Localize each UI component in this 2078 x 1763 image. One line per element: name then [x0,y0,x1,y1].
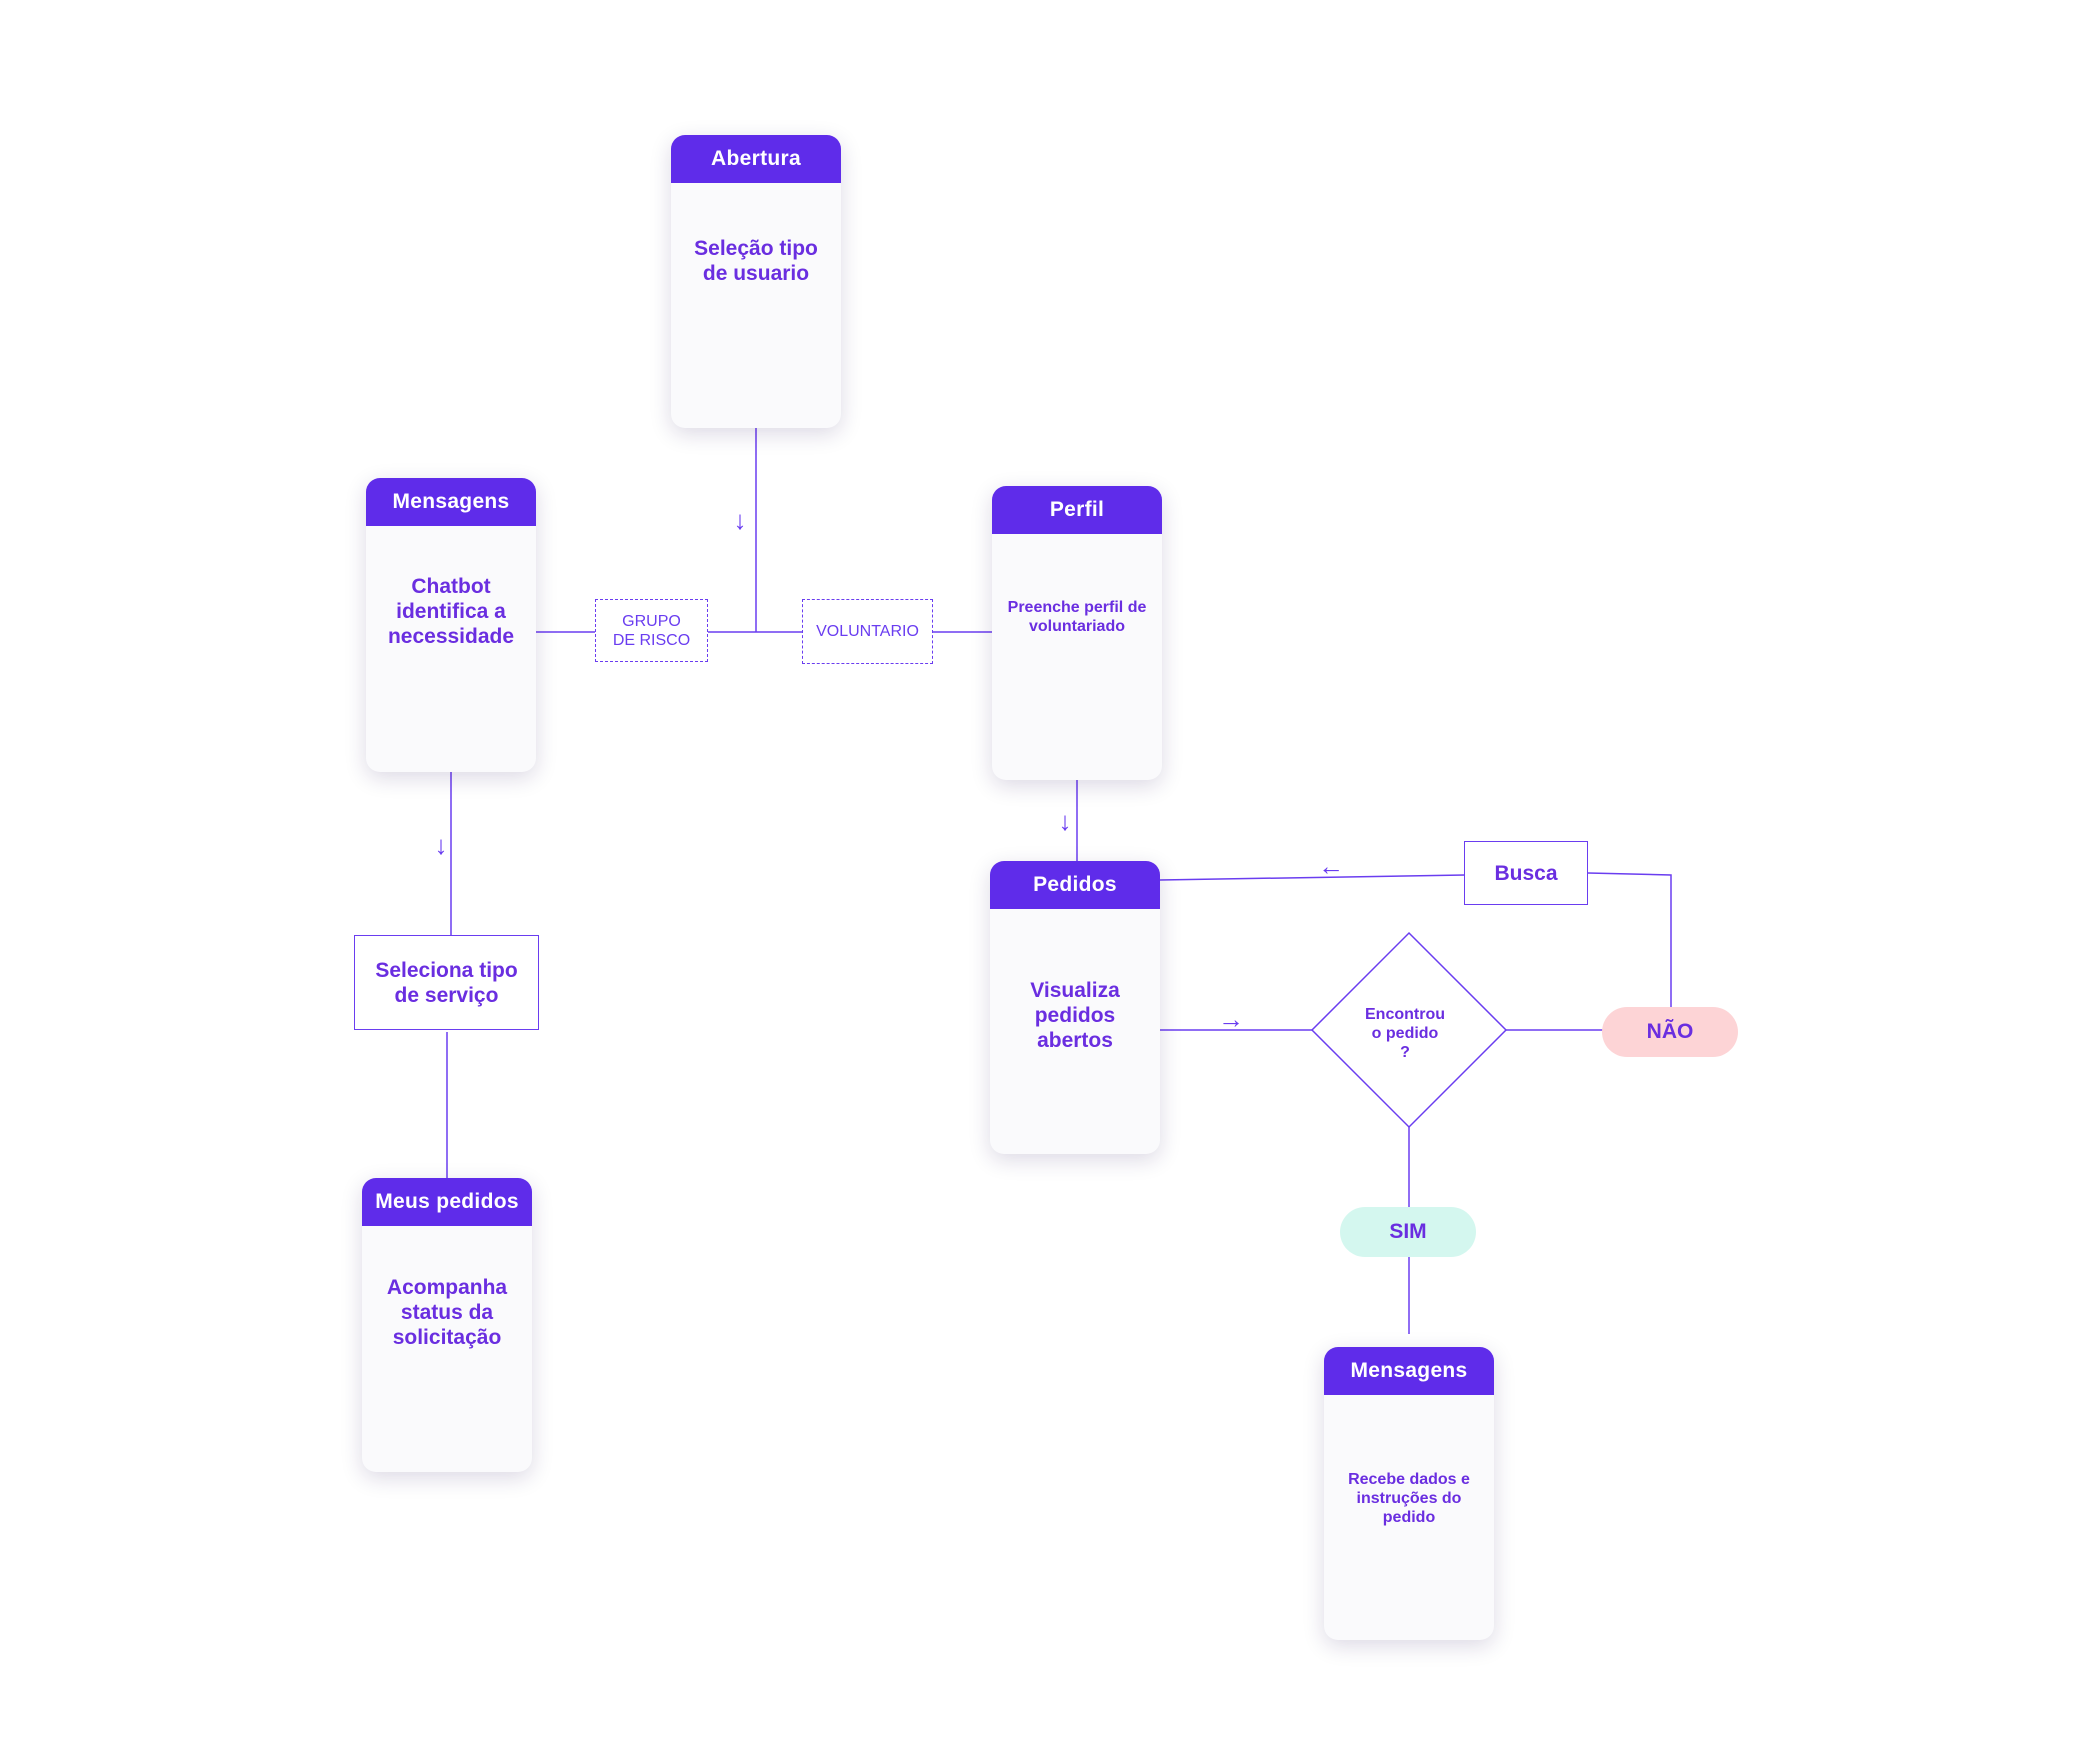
tag-voluntario: VOLUNTARIO [802,599,933,664]
tag-grupo-risco: GRUPO DE RISCO [595,599,708,662]
card-mensagens-left-body: Chatbot identifica a necessidade [387,574,515,648]
card-perfil-header: Perfil [992,486,1162,534]
box-busca[interactable]: Busca [1464,841,1588,905]
card-pedidos-header: Pedidos [990,861,1160,909]
connector-nao-busca [1587,872,1672,1010]
decision-question: Encontrou o pedido ? [1365,1006,1445,1061]
card-mensagens-right-header: Mensagens [1324,1347,1494,1395]
card-meus-pedidos-body: Acompanha status da solicitação [386,1275,508,1349]
card-pedidos-body: Visualiza pedidos abertos [1030,978,1120,1052]
card-perfil-body: Preenche perfil de voluntariado [1007,599,1147,635]
card-abertura-body: Seleção tipo de usuario [694,236,818,285]
arrow-right-icon: → [1218,1004,1244,1034]
box-seleciona-servico[interactable]: Seleciona tipo de serviço [354,935,539,1030]
card-mensagens-left-header: Mensagens [366,478,536,526]
arrow-down-icon: ↓ [434,830,448,860]
card-mensagens-left[interactable]: Mensagens Chatbot identifica a necessida… [366,478,536,772]
card-abertura-header: Abertura [671,135,841,183]
pill-sim: SIM [1340,1207,1476,1257]
arrow-left-icon: ← [1318,851,1344,881]
card-meus-pedidos-header: Meus pedidos [362,1178,532,1226]
card-perfil[interactable]: Perfil Preenche perfil de voluntariado [992,486,1162,780]
pill-nao: NÃO [1602,1007,1738,1057]
arrow-down-icon: ↓ [1058,806,1072,836]
decision-diamond [1310,931,1508,1129]
card-mensagens-right-body: Recebe dados e instruções do pedido [1348,1470,1470,1526]
arrow-down-icon: ↓ [733,505,747,535]
card-meus-pedidos[interactable]: Meus pedidos Acompanha status da solicit… [362,1178,532,1472]
card-pedidos[interactable]: Pedidos Visualiza pedidos abertos [990,861,1160,1154]
card-mensagens-right[interactable]: Mensagens Recebe dados e instruções do p… [1324,1347,1494,1640]
connector-busca-pedidos [1159,874,1466,881]
card-abertura[interactable]: Abertura Seleção tipo de usuario [671,135,841,428]
